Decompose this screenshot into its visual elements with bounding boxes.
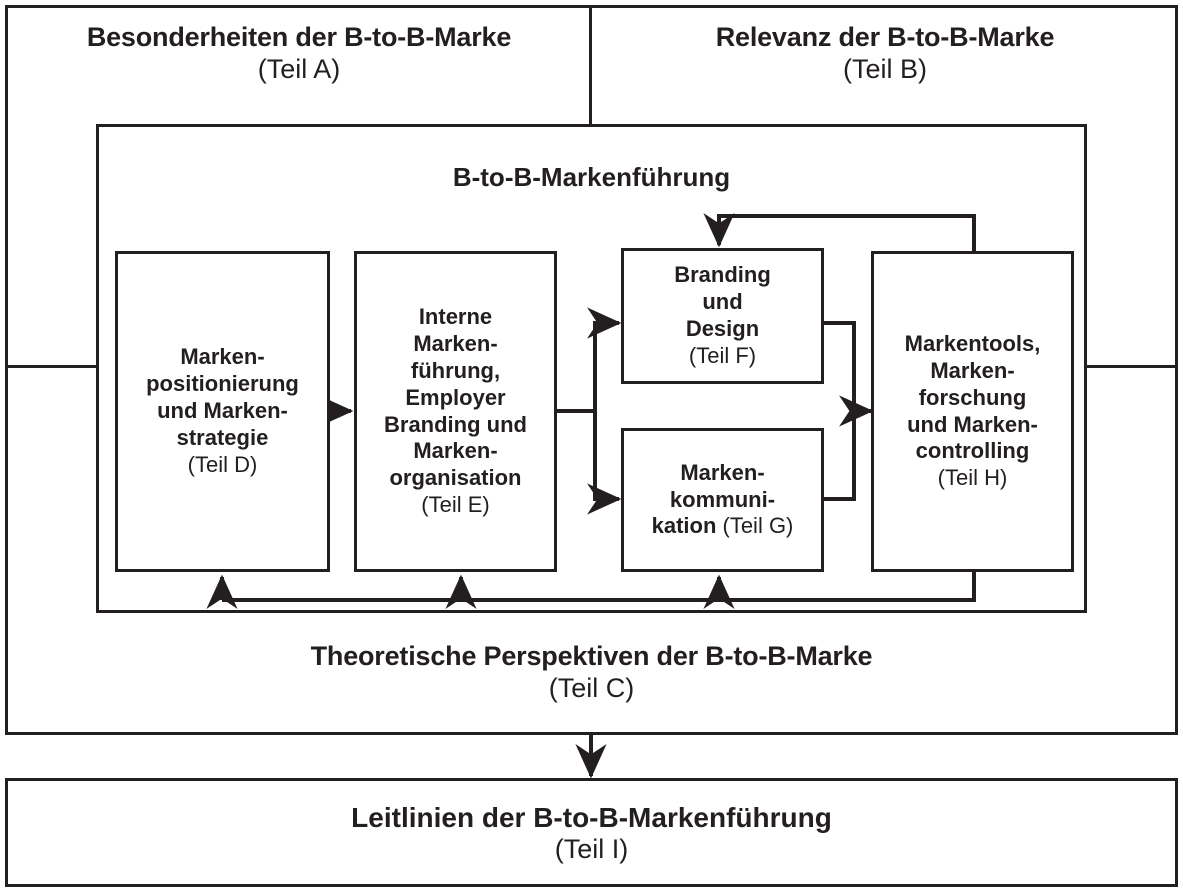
header-teil-b-part: (Teil B)	[842, 53, 927, 84]
arrow-e-to-f	[587, 307, 622, 411]
band-teil-c-part: (Teil C)	[548, 672, 635, 703]
arrow-e-to-g	[587, 411, 622, 515]
node-teil-g[interactable]: Marken-kommuni-kation (Teil G)	[621, 428, 824, 572]
header-teil-a: Besonderheiten der B-to-B-Marke (Teil A)	[16, 22, 582, 86]
band-teil-c-title: Theoretische Perspektiven der B-to-B-Mar…	[310, 641, 873, 671]
arrow-h-feedback-to-f	[703, 213, 976, 251]
panel-title-markenfuehrung: B-to-B-Markenführung	[452, 162, 731, 192]
band-teil-c: Theoretische Perspektiven der B-to-B-Mar…	[96, 641, 1087, 705]
divider-left-stub	[5, 365, 98, 368]
arrow-f-to-h	[824, 321, 856, 411]
header-teil-b: Relevanz der B-to-B-Marke (Teil B)	[600, 22, 1170, 86]
footer-teil-i-part: (Teil I)	[554, 834, 629, 865]
footer-teil-i-title: Leitlinien der B-to-B-Markenführung	[351, 802, 832, 833]
footer-teil-i: Leitlinien der B-to-B-Markenführung (Tei…	[5, 801, 1178, 866]
node-teil-g-text: Marken-kommuni-kation (Teil G)	[651, 459, 794, 539]
inner-panel-markenfuehrung	[96, 124, 1087, 613]
arrow-g-to-h	[824, 411, 856, 501]
divider-a-b	[589, 5, 592, 126]
header-teil-a-part: (Teil A)	[257, 53, 341, 84]
divider-right-stub	[1085, 365, 1178, 368]
header-teil-b-title: Relevanz der B-to-B-Marke	[715, 22, 1055, 52]
header-teil-a-title: Besonderheiten der B-to-B-Marke	[86, 22, 512, 52]
footer-box-teil-i	[5, 778, 1178, 887]
